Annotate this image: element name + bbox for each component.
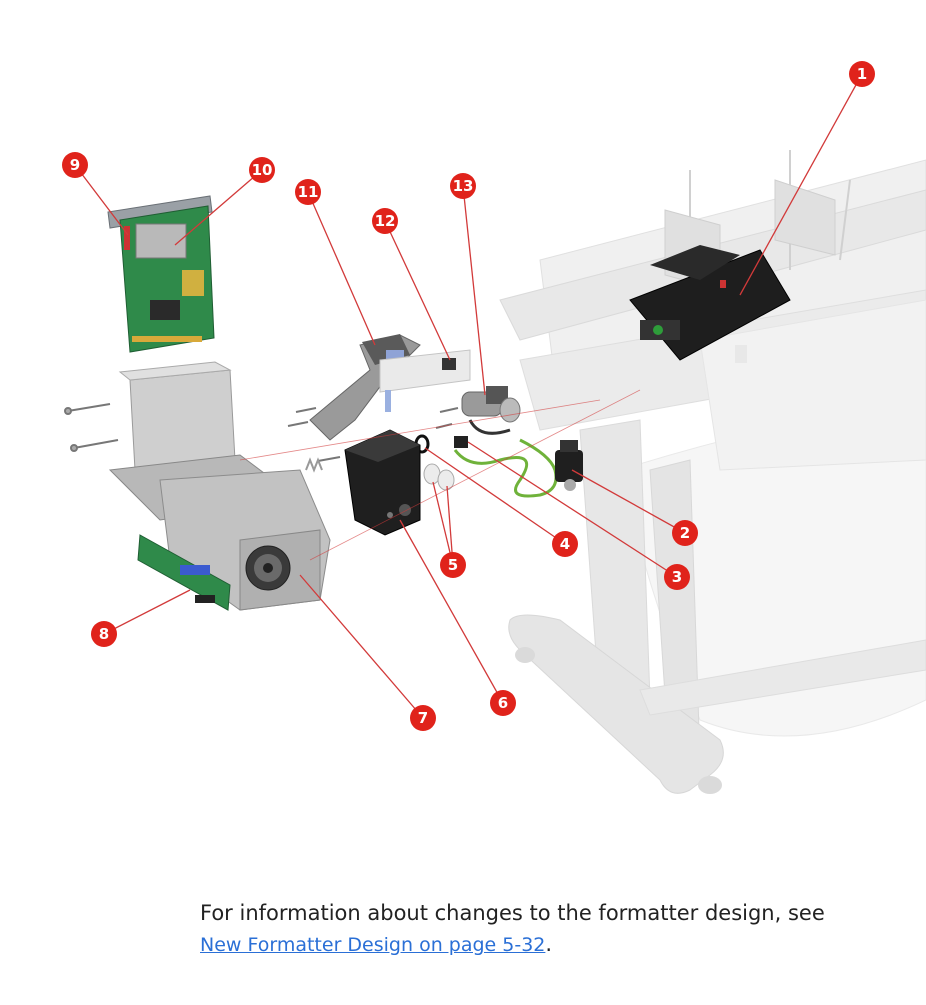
- svg-text:2: 2: [680, 524, 690, 542]
- part-4-cable: [453, 438, 558, 498]
- svg-text:9: 9: [70, 156, 80, 174]
- callout-13: 13: [450, 173, 476, 199]
- svg-text:11: 11: [298, 183, 319, 201]
- callout-2: 2: [672, 520, 698, 546]
- part-5-caps: [423, 463, 455, 491]
- callout-8: 8: [91, 621, 117, 647]
- leader-lines: [74, 73, 863, 719]
- spring: [305, 457, 323, 473]
- part-12-strip: [379, 349, 471, 412]
- formatter-design-link[interactable]: New Formatter Design on page 5-32: [200, 934, 546, 956]
- callout-12: 12: [372, 208, 398, 234]
- part-6-container: [344, 429, 421, 536]
- svg-text:8: 8: [99, 625, 109, 643]
- callout-11: 11: [295, 179, 321, 205]
- svg-text:7: 7: [418, 709, 428, 727]
- callout-7: 7: [410, 705, 436, 731]
- part-13-motor: [461, 386, 521, 435]
- part-10-formatter-card: [107, 195, 215, 353]
- screws: [64, 403, 459, 462]
- callouts: 1 2 3 4 5 6 7 8: [62, 61, 875, 731]
- svg-text:1: 1: [857, 65, 867, 83]
- part-7-power-supply: [108, 361, 331, 611]
- svg-text:4: 4: [560, 535, 570, 553]
- callout-3: 3: [664, 564, 690, 590]
- exploded-parts-diagram: 1 2 3 4 5 6 7 8: [62, 61, 926, 794]
- svg-text:3: 3: [672, 568, 682, 586]
- caption-period: .: [545, 932, 553, 956]
- caption-text: For information about changes to the for…: [200, 901, 825, 925]
- svg-text:6: 6: [498, 694, 508, 712]
- callout-10: 10: [249, 157, 275, 183]
- svg-text:13: 13: [453, 177, 474, 195]
- part-3-clip: [454, 436, 468, 448]
- caption-paragraph: For information about changes to the for…: [200, 898, 840, 961]
- part-2-sensor: [555, 440, 583, 491]
- svg-text:5: 5: [448, 556, 458, 574]
- svg-text:12: 12: [375, 212, 396, 230]
- callout-4: 4: [552, 531, 578, 557]
- svg-text:10: 10: [252, 161, 273, 179]
- callout-9: 9: [62, 152, 88, 178]
- callout-1: 1: [849, 61, 875, 87]
- callout-5: 5: [440, 552, 466, 578]
- callout-6: 6: [490, 690, 516, 716]
- part-8-pcb: [137, 534, 231, 611]
